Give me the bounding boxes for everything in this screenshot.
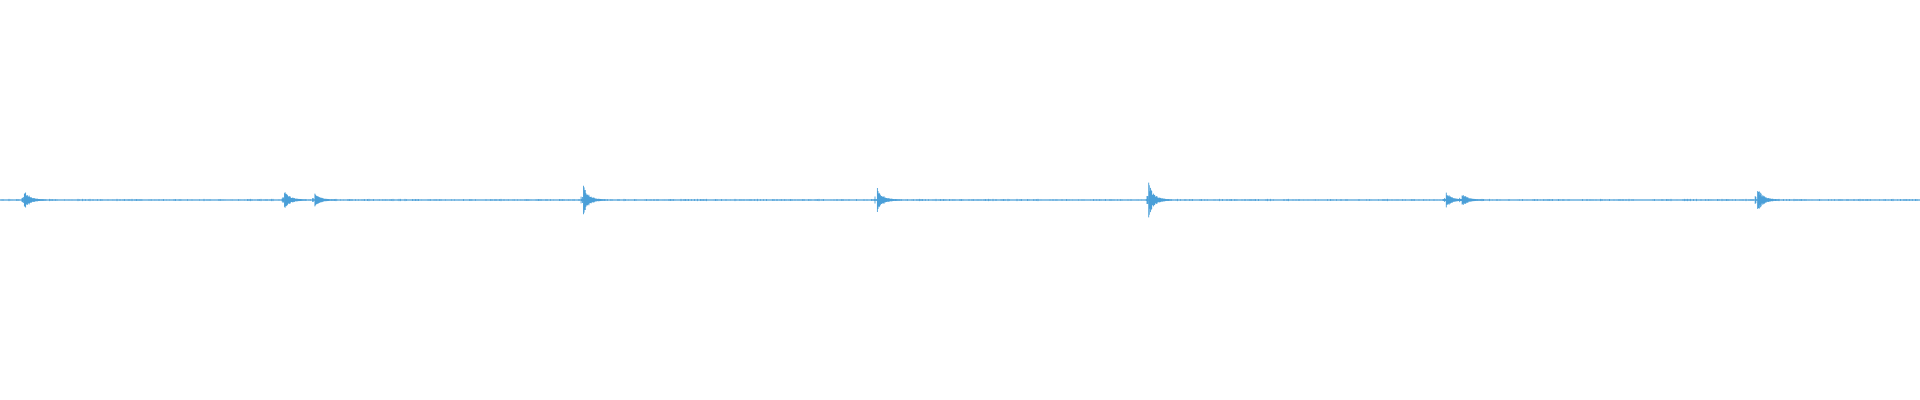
waveform-transient-3 <box>312 193 337 207</box>
waveform-transient-8 <box>1459 195 1485 205</box>
noise-floor-path <box>0 198 1919 202</box>
waveform-transient-6 <box>1145 182 1171 218</box>
waveform-transient-1 <box>21 192 47 208</box>
waveform-transient-4 <box>580 185 606 215</box>
waveform-transient-9 <box>1754 191 1780 209</box>
waveform-noise-floor <box>0 198 1919 202</box>
waveform-transients <box>21 182 1780 218</box>
waveform-transient-5 <box>874 187 900 213</box>
waveform-transient-2 <box>281 192 307 208</box>
